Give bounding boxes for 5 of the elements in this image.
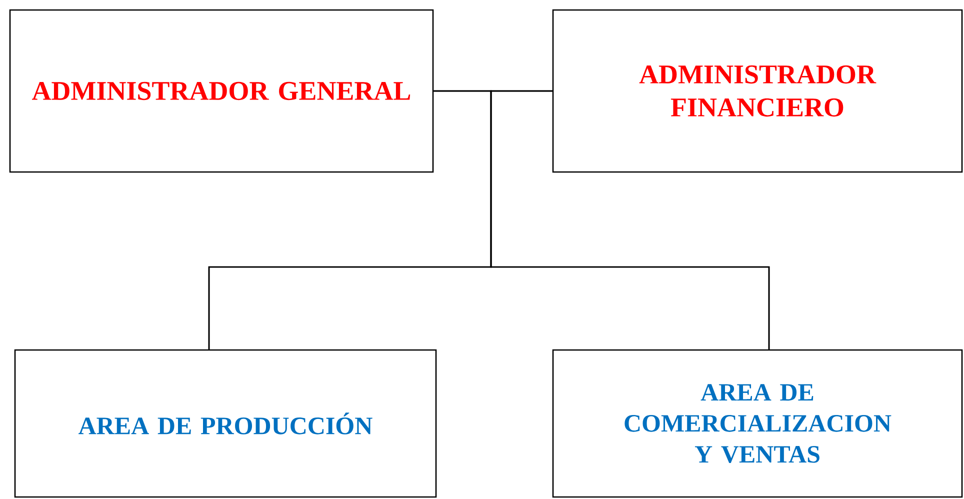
org-box: AREA DE COMERCIALIZACION Y VENTAS <box>552 349 963 498</box>
org-box: AREA DE PRODUCCIÓN <box>14 349 437 498</box>
connector-line <box>490 90 770 350</box>
org-box: ADMINISTRADOR GENERAL <box>9 9 434 173</box>
org-box: ADMINISTRADOR FINANCIERO <box>552 9 963 173</box>
